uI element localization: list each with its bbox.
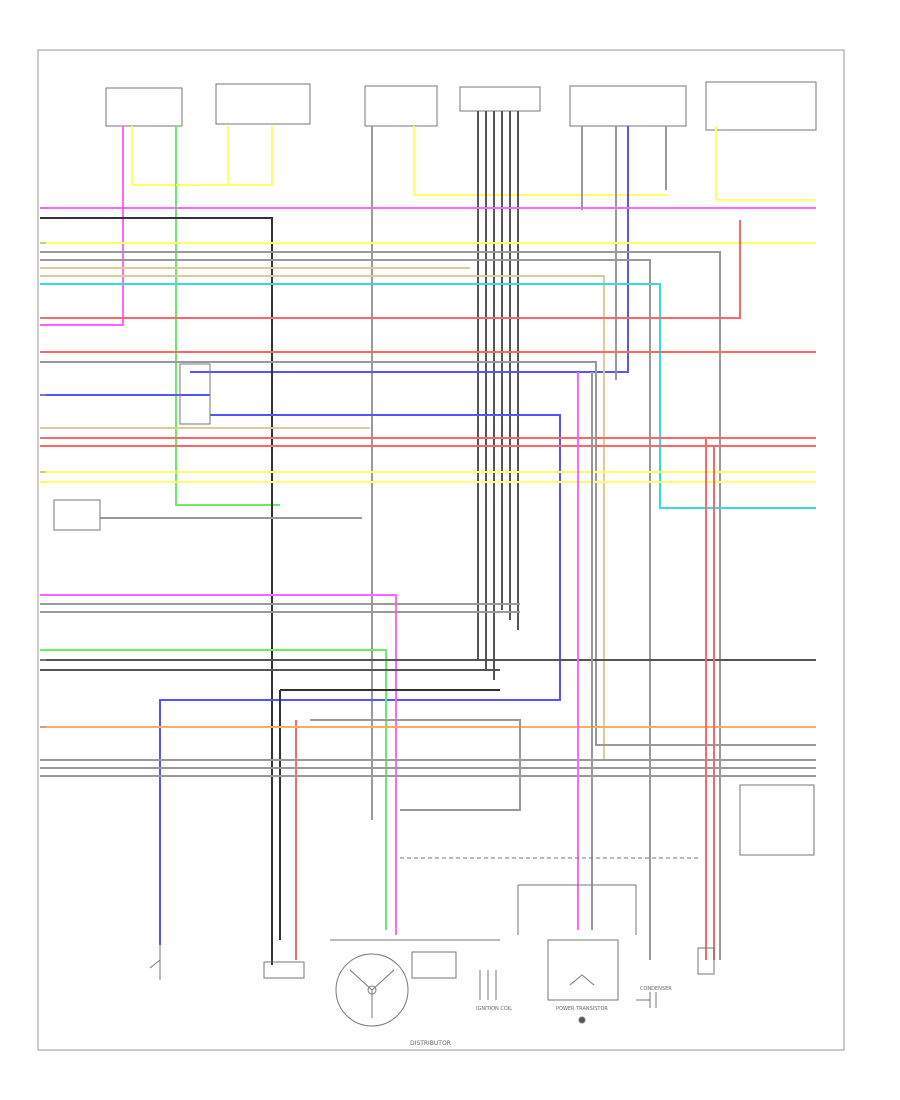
distributor <box>149 784 815 1027</box>
wire-yellow-drop-1 <box>131 126 229 186</box>
ignition-coil-label: IGNITION COIL <box>476 1006 512 1012</box>
condenser-symbol <box>636 992 657 1008</box>
neutral-switch-symbol <box>149 945 161 980</box>
speed-sensor-box <box>697 947 715 975</box>
connector-box-6 <box>705 81 817 131</box>
connector-box-2 <box>215 83 311 125</box>
wire-cyan-h1 <box>40 283 816 509</box>
fuel-pump-relay-box <box>53 499 101 531</box>
condenser-label: CONDENSER <box>640 986 672 992</box>
mid-relay-box <box>179 363 211 425</box>
ignition-coil-symbol <box>479 970 497 1000</box>
horizontal-wires <box>40 207 816 965</box>
wire-dark-h1 <box>40 217 273 965</box>
connector-box-3 <box>364 85 438 127</box>
wire-yellow-drop-3 <box>413 126 668 196</box>
knock-sensor-box <box>411 951 457 979</box>
wire-yellow-drop-4 <box>715 126 816 201</box>
wire-gray-h2 <box>40 259 651 960</box>
connector-box-5 <box>569 85 687 127</box>
top-connectors <box>105 81 817 131</box>
power-transistor-label: POWER TRANSISTOR <box>556 1006 608 1012</box>
wire-green-h2 <box>40 649 387 930</box>
wire-yellow-drop-2 <box>176 126 273 186</box>
idle-solenoid-box <box>263 961 305 979</box>
connector-box-1 <box>105 87 183 127</box>
wire-gray-h3 <box>40 361 816 746</box>
right-relay-box <box>739 784 815 856</box>
distributor-cap <box>335 953 409 1027</box>
wire-pink-drop <box>40 126 124 326</box>
connector-box-4 <box>459 86 541 112</box>
terminal-ticks <box>40 207 46 769</box>
diagram-border <box>37 49 845 1051</box>
power-transistor-box <box>547 939 619 1001</box>
footer-center-label: DISTRIBUTOR <box>410 1040 451 1047</box>
wire-pink-h2 <box>40 594 397 935</box>
wire-gray-h10 <box>310 719 521 811</box>
wire-gray-h1 <box>40 251 721 960</box>
wire-blue-drop <box>190 126 629 373</box>
wire-red-h1 <box>40 220 741 319</box>
wire-blue-h3 <box>159 414 561 945</box>
